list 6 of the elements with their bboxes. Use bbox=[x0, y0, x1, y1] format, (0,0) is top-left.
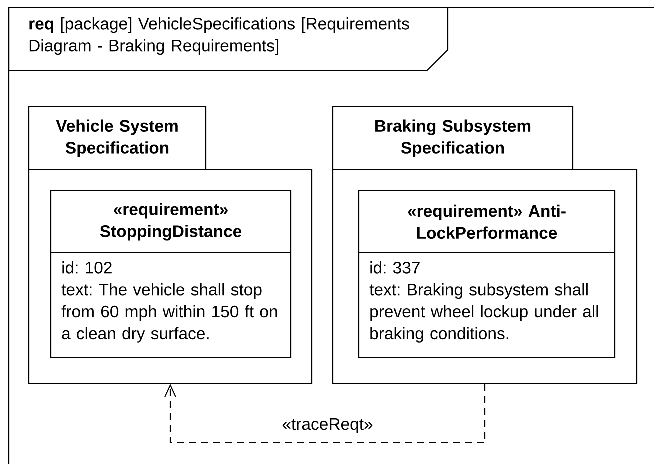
node-label: Braking Subsystem Specification bbox=[376, 120, 531, 158]
trace-arrow bbox=[164, 384, 486, 444]
requirement-box: «requirement» StoppingDistance id: 102 text: The vehicle shall stop from 60 mph within 150 ft on a clean dry surface. bbox=[50, 190, 292, 359]
edge-label: «traceReqt» bbox=[280, 416, 376, 436]
node-label: Vehicle System Specification bbox=[56, 120, 178, 158]
requirement-box: «requirement» Anti-LockPerformance id: 337 text: Braking subsystem shall prevent wheel lockup under all braking conditions. bbox=[358, 190, 616, 359]
